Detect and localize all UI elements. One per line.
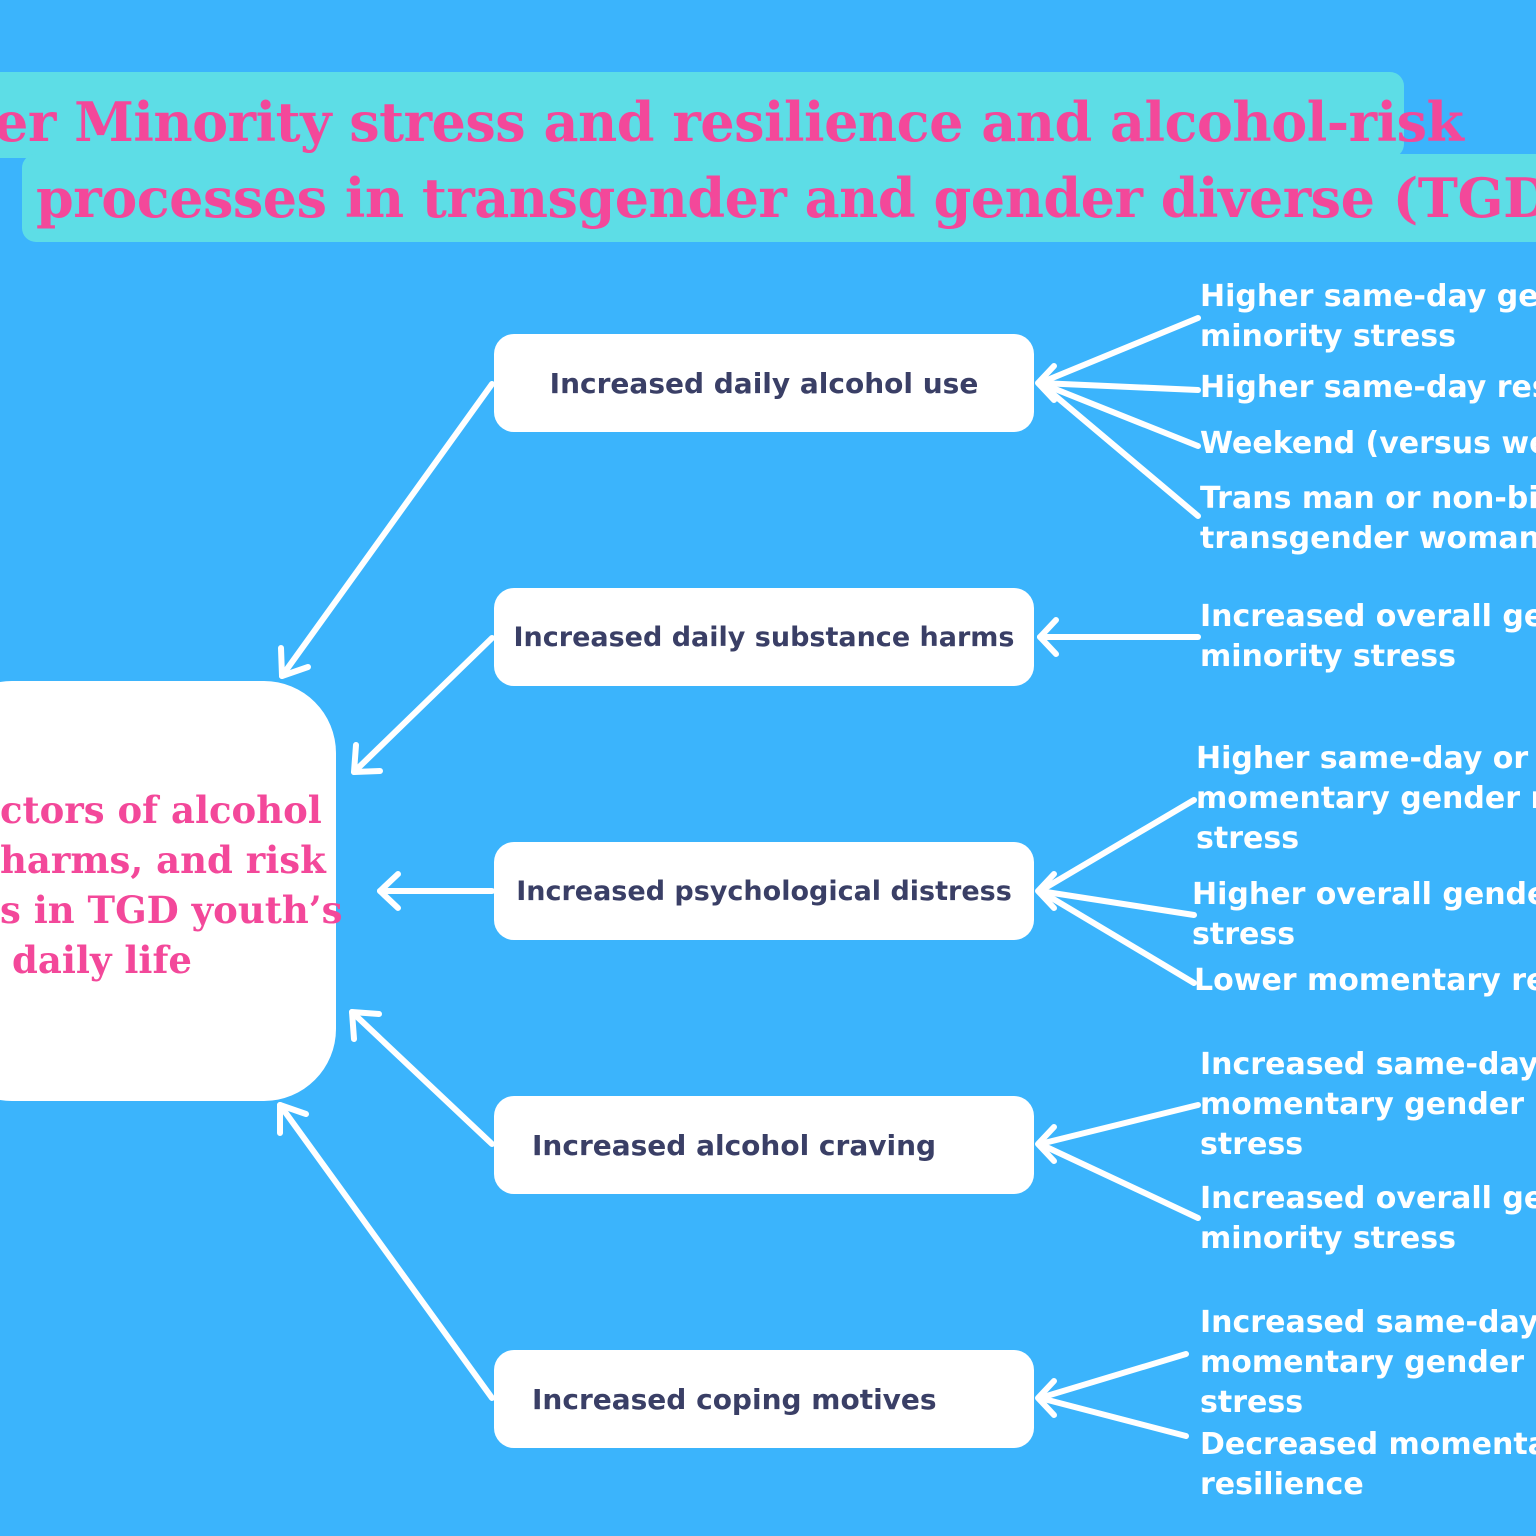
arrow-substance-harms-to-center xyxy=(351,635,495,775)
arrows-to-alcohol-use xyxy=(1035,315,1201,519)
predictor-text: Weekend (versus we xyxy=(1200,426,1536,461)
title-line-1: er Minority stress and resilience and al… xyxy=(0,90,1464,154)
outcome-label: Increased alcohol craving xyxy=(532,1128,937,1162)
arrow-alcohol-use-to-center xyxy=(278,381,495,679)
arrows-to-coping xyxy=(1035,1351,1189,1439)
center-line-1: ctors of alcohol xyxy=(0,788,322,832)
outcome-box-alcohol-craving: Increased alcohol craving xyxy=(494,1096,1034,1194)
outcome-box-alcohol-use: Increased daily alcohol use xyxy=(494,334,1034,432)
arrows-to-distress xyxy=(1035,797,1197,986)
predictor-text: Increased same-day momentary gender m st… xyxy=(1200,1047,1536,1162)
title-band-bottom xyxy=(22,154,1536,242)
center-line-4: daily life xyxy=(12,938,192,982)
predictor-text: Increased same-day momentary gender m st… xyxy=(1200,1305,1536,1420)
outcome-label: Increased coping motives xyxy=(532,1382,937,1416)
title-line-2: processes in transgender and gender dive… xyxy=(36,166,1536,230)
center-box xyxy=(0,681,336,1101)
predictor-text: Decreased momenta resilience xyxy=(1200,1427,1536,1502)
predictor-text: Higher same-day ge minority stress xyxy=(1200,279,1536,354)
arrow-coping-to-center xyxy=(277,1102,495,1401)
outcome-label: Increased psychological distress xyxy=(516,875,1012,907)
outcome-box-psychological-distress: Increased psychological distress xyxy=(494,842,1034,940)
predictor-text: Higher overall gende stress xyxy=(1192,877,1536,952)
predictor-text: Higher same-day or momentary gender m st… xyxy=(1196,741,1536,856)
predictor-text: Increased overall ge minority stress xyxy=(1200,599,1536,674)
predictor-text: Lower momentary re xyxy=(1194,963,1536,998)
arrows-to-craving xyxy=(1035,1102,1201,1221)
predictor-text: Increased overall ge minority stress xyxy=(1200,1181,1536,1256)
arrow-distress-to-center xyxy=(377,871,495,911)
outcome-box-substance-harms: Increased daily substance harms xyxy=(494,588,1034,686)
center-line-3: s in TGD youth’s xyxy=(0,888,343,932)
outcome-box-coping-motives: Increased coping motives xyxy=(494,1350,1034,1448)
predictor-text: Trans man or non-bi transgender woman xyxy=(1200,481,1536,556)
outcome-label: Increased daily alcohol use xyxy=(549,366,979,400)
arrow-craving-to-center xyxy=(349,1009,495,1147)
predictor-text: Higher same-day res xyxy=(1200,370,1536,405)
arrows-to-substance-harms xyxy=(1037,617,1201,657)
outcome-label: Increased daily substance harms xyxy=(513,621,1015,653)
center-line-2: harms, and risk xyxy=(0,838,326,882)
title-band-top xyxy=(0,72,1404,158)
